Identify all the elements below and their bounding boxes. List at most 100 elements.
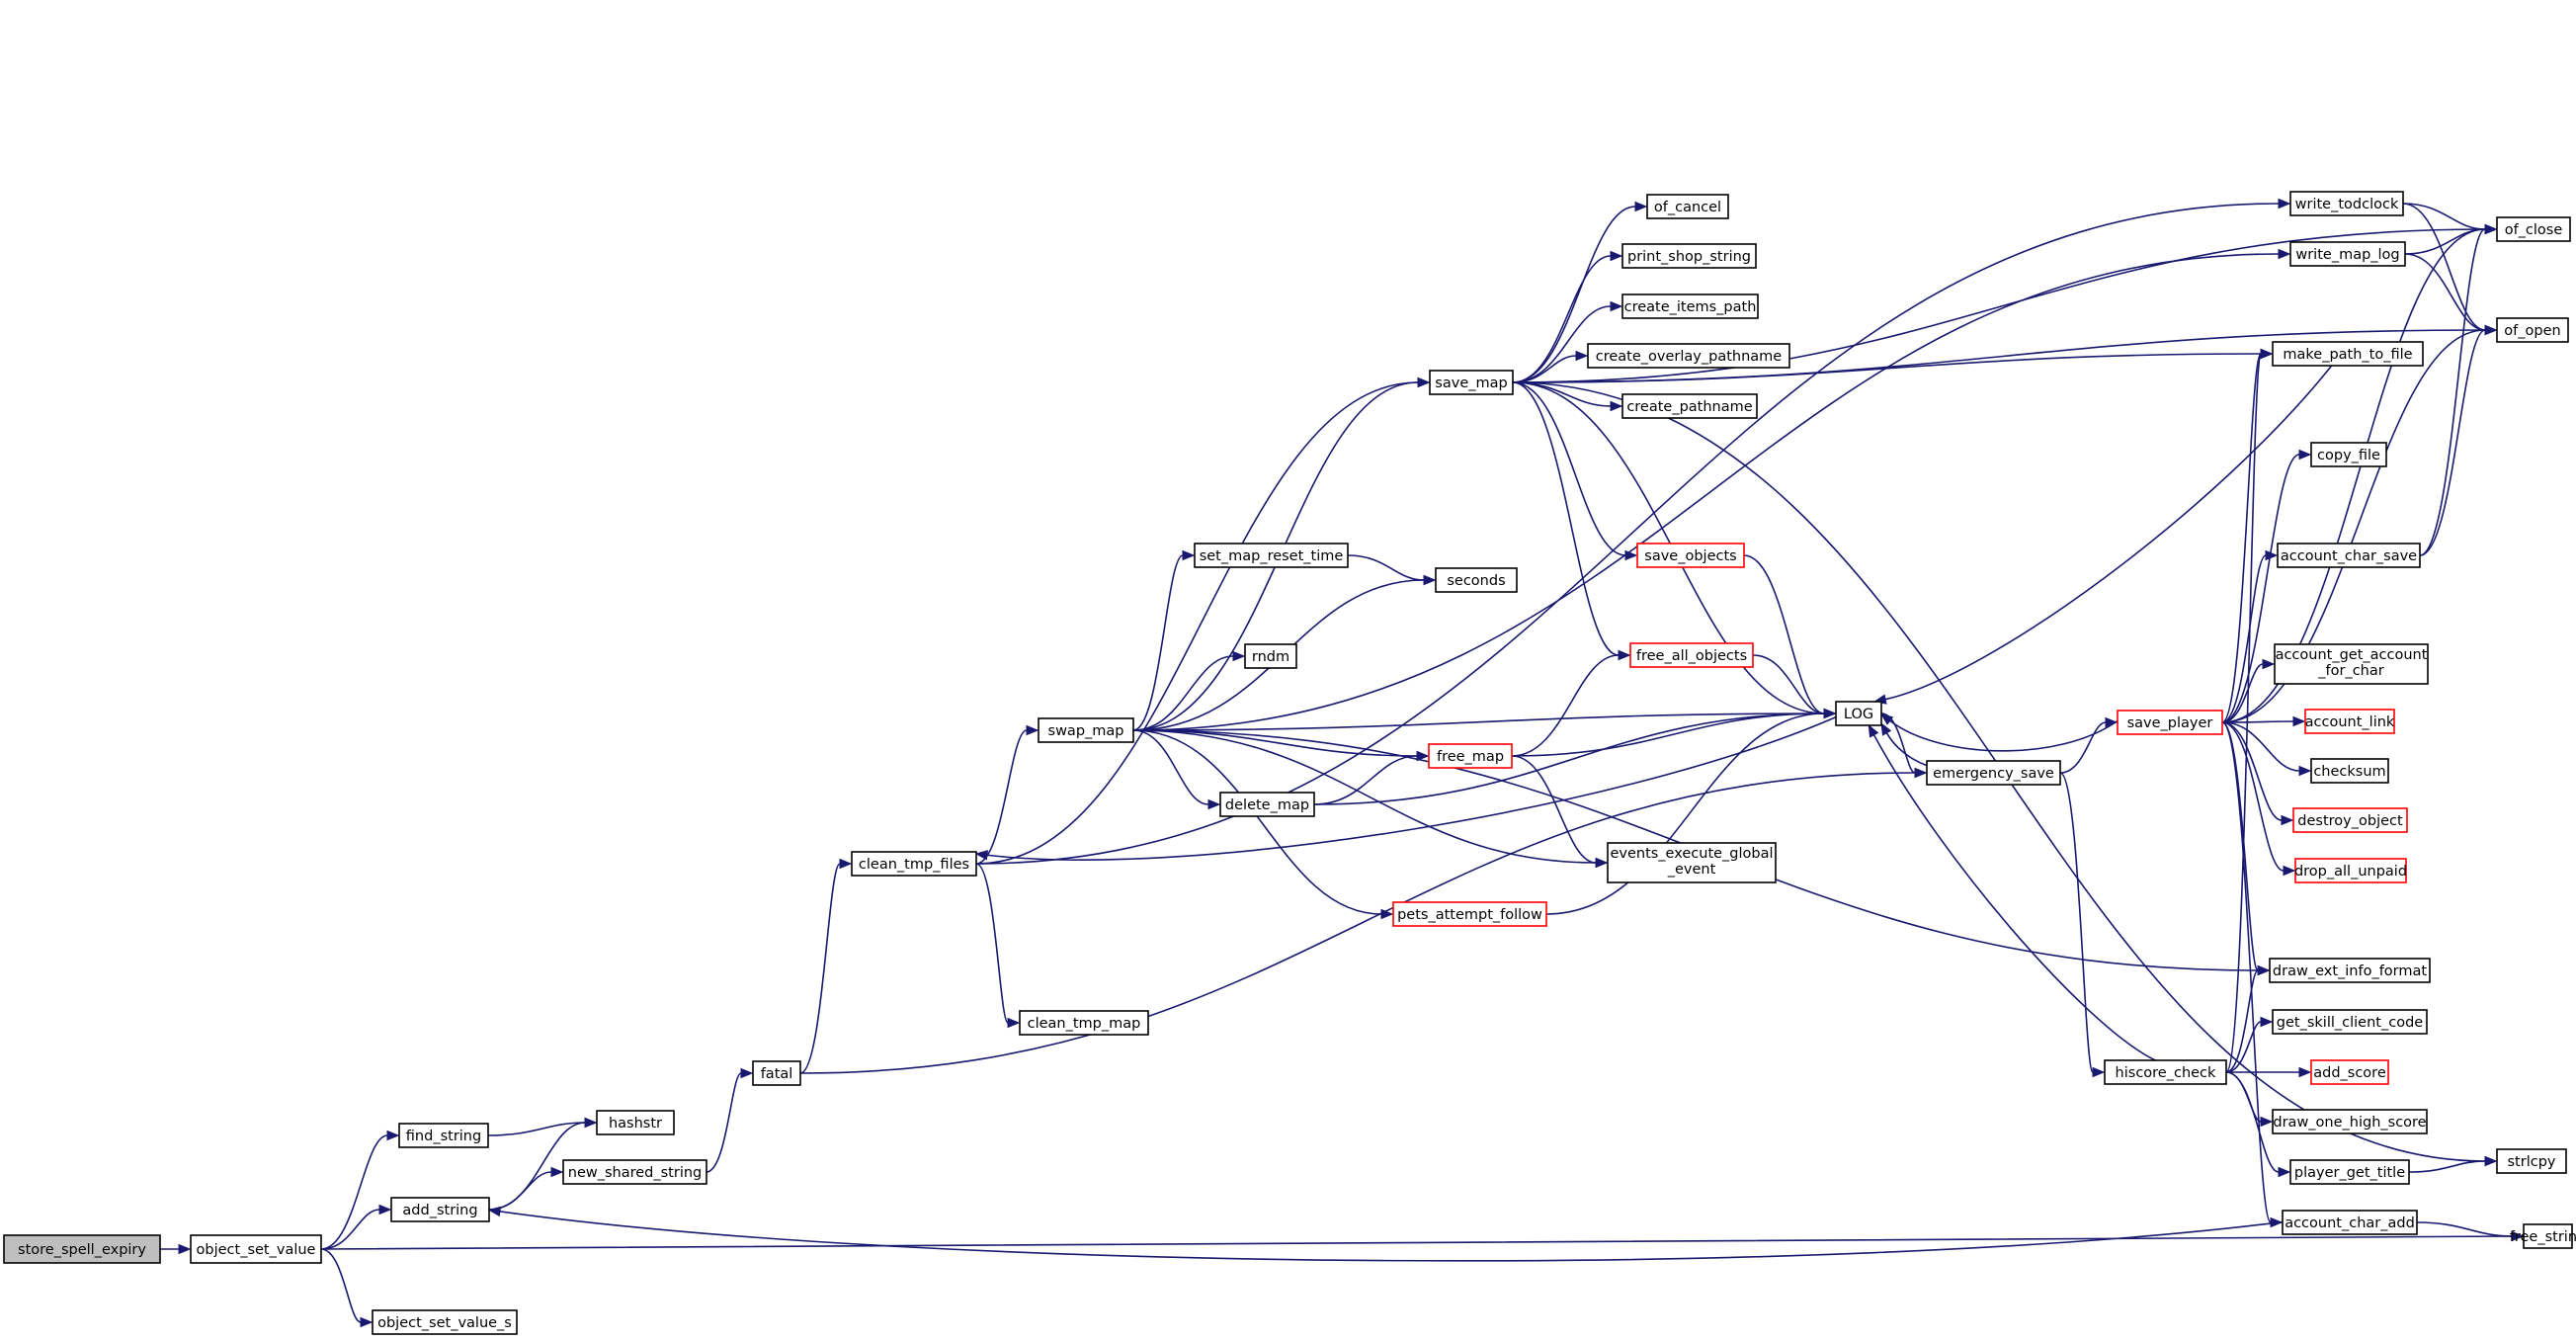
node-account-char-save[interactable]: account_char_save [2277,543,2421,568]
node-save-map[interactable]: save_map [1429,370,1514,395]
edge-free-map-to-free-all-objects [1511,649,1631,757]
node-drop-all-unpaid[interactable]: drop_all_unpaid [2294,858,2407,883]
node-free-all-objects[interactable]: free_all_objects [1629,642,1754,668]
node-rndm[interactable]: rndm [1244,643,1297,669]
node-get-skill-client-code[interactable]: get_skill_client_code [2272,1009,2428,1035]
edge-account-char-add-to-add-string [487,1206,2284,1262]
node-label: copy_file [2317,448,2380,463]
node-clean-tmp-files[interactable]: clean_tmp_files [851,851,977,877]
node-of-close[interactable]: of_close [2496,216,2571,242]
node-label: hashstr [609,1116,662,1131]
edge-arrowhead [2283,865,2296,877]
node-swap-map[interactable]: swap_map [1038,717,1134,743]
node-store-spell-expiry[interactable]: store_spell_expiry [3,1234,161,1264]
node-delete-map[interactable]: delete_map [1219,792,1315,817]
node-box [1636,543,1745,568]
node-emergency-save[interactable]: emergency_save [1926,760,2061,786]
node-of-cancel[interactable]: of_cancel [1646,194,1729,219]
node-save-objects[interactable]: save_objects [1636,543,1745,568]
node-find-string[interactable]: find_string [398,1123,489,1148]
edge-line [2221,554,2267,723]
node-box [1435,567,1518,593]
node-label: create_overlay_pathname [1596,349,1783,365]
node-print-shop-string[interactable]: print_shop_string [1621,243,1757,269]
edge-hiscore-check-to-make-path-to-file [2225,348,2274,1073]
edge-line [799,772,1916,1074]
node-player-get-title[interactable]: player_get_title [2289,1159,2410,1185]
node-box [2104,1059,2227,1085]
edge-arrowhead [2484,223,2498,235]
edge-line [1313,712,1825,805]
edge-line [2404,253,2486,331]
node-box [752,1060,801,1086]
node-box [2310,442,2387,467]
node-create-items-path[interactable]: create_items_path [1621,293,1759,319]
node-clean-tmp-map[interactable]: clean_tmp_map [1019,1010,1149,1036]
node-write-todclock[interactable]: write_todclock [2289,191,2404,216]
edge-arrowhead [1595,857,1609,869]
node-add-score[interactable]: add_score [2310,1059,2389,1085]
node-of-open[interactable]: of_open [2496,317,2569,343]
node-box [2289,1159,2410,1185]
node-label: set_map_reset_time [1200,548,1344,564]
node-label: add_string [402,1203,477,1218]
node-write-map-log[interactable]: write_map_log [2289,241,2406,267]
node-seconds[interactable]: seconds [1435,567,1518,593]
node-object-set-value-s[interactable]: object_set_value_s [372,1309,518,1335]
node-LOG[interactable]: LOG [1835,701,1882,726]
edge-line [2225,1071,2280,1173]
node-new-shared-string[interactable]: new_shared_string [562,1159,707,1185]
node-save-player[interactable]: save_player [2117,710,2223,735]
node-hashstr[interactable]: hashstr [596,1110,675,1135]
edge-line [2221,721,2283,821]
edge-line [2221,454,2300,723]
node-copy-file[interactable]: copy_file [2310,442,2387,467]
node-pets-attempt-follow[interactable]: pets_attempt_follow [1392,901,1547,927]
node-object-set-value[interactable]: object_set_value [190,1234,322,1264]
node-strlcpy[interactable]: strlcpy [2496,1148,2567,1174]
edge-arrowhead [2278,1166,2291,1178]
node-label: free_map [1437,749,1504,765]
node-set-map-reset-time[interactable]: set_map_reset_time [1194,543,1349,568]
node-label: rndm [1252,649,1289,665]
node-free-map[interactable]: free_map [1428,743,1513,769]
edge-arrowhead [2511,1230,2525,1242]
edge-line [799,863,841,1074]
edge-line [1511,755,1597,864]
edge-line [2402,203,2486,331]
node-label: of_open [2504,323,2560,339]
edge-arrowhead [2281,814,2294,826]
node-account-get-account-for-char[interactable]: account_get_account_for_char [2274,643,2429,685]
node-label: events_execute_global [1610,846,1773,862]
node-box [1019,1010,1149,1036]
node-account-char-add[interactable]: account_char_add [2282,1210,2418,1235]
node-box [1194,543,1349,568]
node-create-overlay-pathname[interactable]: create_overlay_pathname [1587,343,1790,369]
node-create-pathname[interactable]: create_pathname [1621,393,1758,419]
node-events-execute-global-event[interactable]: events_execute_global_event [1607,842,1777,883]
edge-account-char-save-to-of-open [2419,324,2498,556]
node-box [2274,643,2429,685]
node-draw-ext-info-format[interactable]: draw_ext_info_format [2269,958,2431,983]
edge-free-map-to-events-execute-global-event [1511,755,1609,869]
node-checksum[interactable]: checksum [2310,758,2389,784]
node-hiscore-check[interactable]: hiscore_check [2104,1059,2227,1085]
node-free-string[interactable]: free_string [2510,1223,2576,1249]
node-draw-one-high-score[interactable]: draw_one_high_score [2272,1109,2428,1134]
node-make-path-to-file[interactable]: make_path_to_file [2272,341,2424,367]
node-box [1629,642,1754,668]
edge-line [1132,729,1597,864]
node-label: save_player [2127,715,2213,731]
edge-save-player-to-copy-file [2221,449,2312,723]
node-add-string[interactable]: add_string [390,1197,490,1222]
edge-line [1884,365,2333,701]
edge-swap-map-to-set-map-reset-time [1132,549,1196,731]
node-box [2496,216,2571,242]
node-box [1428,743,1513,769]
node-destroy-object[interactable]: destroy_object [2292,807,2408,833]
edge-save-player-to-LOG [1879,712,2119,752]
node-box [1244,643,1297,669]
node-fatal[interactable]: fatal [752,1060,801,1086]
node-account-link[interactable]: account_link [2304,709,2395,734]
